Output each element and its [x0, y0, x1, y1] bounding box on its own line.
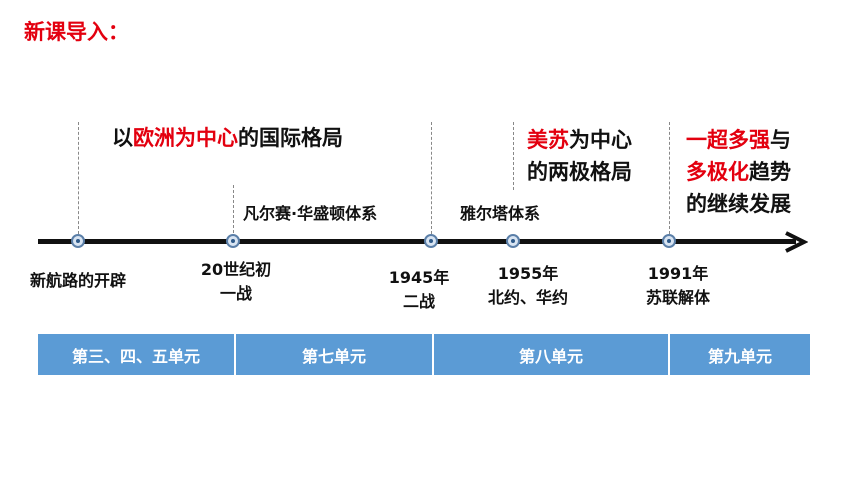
divider-dashed: [669, 122, 670, 234]
era-prefix: 以: [112, 126, 133, 150]
timeline-node: [226, 234, 240, 248]
era-text: 为中心: [569, 128, 632, 152]
timeline-node: [424, 234, 438, 248]
era-highlight: 美苏: [527, 128, 569, 152]
era-text: 的两极格局: [527, 160, 632, 184]
era-highlight: 欧洲为中心: [133, 126, 238, 150]
timeline-node: [506, 234, 520, 248]
system-versailles-washington: 凡尔赛·华盛顿体系: [243, 204, 378, 223]
unit-cell: 第七单元: [236, 334, 434, 375]
arrow-head-icon: [785, 231, 808, 253]
era-suffix: 的国际格局: [238, 126, 343, 150]
era-multipolar: 一超多强与 多极化趋势 的继续发展: [686, 124, 791, 220]
era-highlight: 多极化: [686, 160, 749, 184]
timeline-node: [71, 234, 85, 248]
divider-dashed: [513, 122, 514, 190]
event-label: 20世纪初 一战: [200, 260, 272, 303]
era-highlight: 一超多强: [686, 128, 770, 152]
system-yalta: 雅尔塔体系: [460, 204, 541, 223]
unit-cell: 第三、四、五单元: [38, 334, 236, 375]
page-title: 新课导入：: [24, 20, 129, 44]
event-label: 1991年 苏联解体: [645, 264, 710, 307]
timeline-node: [662, 234, 676, 248]
event-label: 1955年 北约、华约: [487, 264, 568, 307]
divider-dashed: [431, 122, 432, 234]
era-bipolar: 美苏为中心 的两极格局: [527, 124, 632, 188]
unit-cell: 第九单元: [670, 334, 810, 375]
event-label: 1945年 二战: [388, 268, 450, 311]
divider-dashed: [233, 185, 234, 233]
era-text: 趋势: [749, 160, 791, 184]
unit-bar: 第三、四、五单元 第七单元 第八单元 第九单元: [38, 334, 810, 375]
event-label: 新航路的开辟: [29, 271, 126, 290]
era-text: 与: [770, 128, 791, 152]
divider-dashed: [78, 122, 79, 234]
era-text: 的继续发展: [686, 192, 791, 216]
unit-cell: 第八单元: [434, 334, 670, 375]
era-euro-centered: 以欧洲为中心的国际格局: [112, 122, 343, 154]
timeline-axis: [38, 239, 796, 244]
